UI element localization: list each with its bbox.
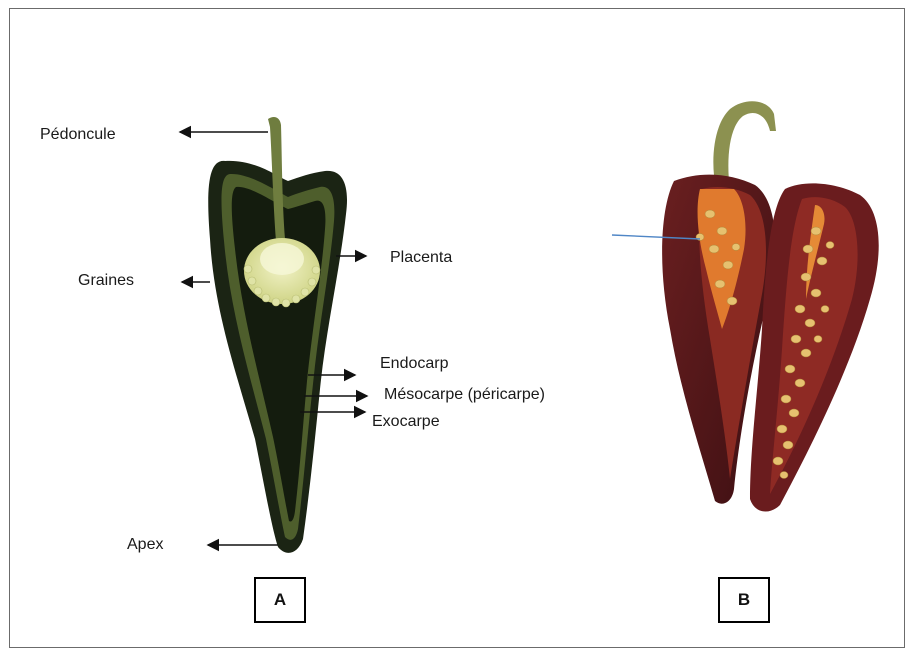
label-endocarp: Endocarp <box>380 356 449 372</box>
pepper-a-illustration <box>208 117 347 553</box>
label-apex: Apex <box>127 537 163 553</box>
figure-frame: Pédoncule Graines Placenta Endocarp Méso… <box>9 8 905 648</box>
label-peduncle: Pédoncule <box>40 127 116 143</box>
label-mesocarp: Mésocarpe (péricarpe) <box>384 387 545 403</box>
label-seeds: Graines <box>78 273 134 289</box>
pepper-b-illustration <box>612 101 879 511</box>
panel-label-a: A <box>254 577 306 623</box>
label-exocarp: Exocarpe <box>372 414 440 430</box>
label-placenta: Placenta <box>390 250 452 266</box>
illustration <box>10 9 906 649</box>
panel-label-b: B <box>718 577 770 623</box>
